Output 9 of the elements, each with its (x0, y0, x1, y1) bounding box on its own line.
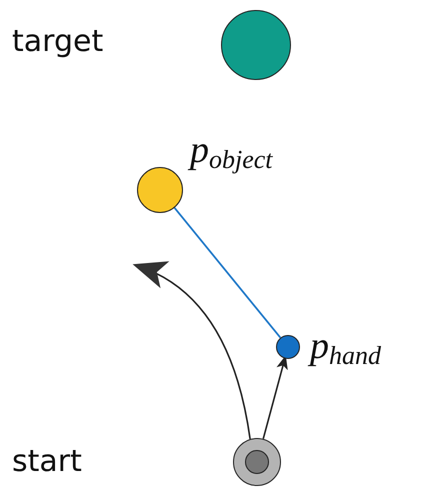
curved-arrow (132, 263, 251, 440)
start-position-marker (233, 438, 281, 486)
connector-line (174, 207, 282, 338)
position-label: start (12, 444, 82, 479)
position-circle (276, 335, 300, 359)
position-circle (137, 167, 183, 213)
math-label: p$_{hand}$ (310, 324, 381, 371)
math-label: p$_{object}$ (190, 128, 273, 175)
position-label: target (12, 24, 104, 59)
